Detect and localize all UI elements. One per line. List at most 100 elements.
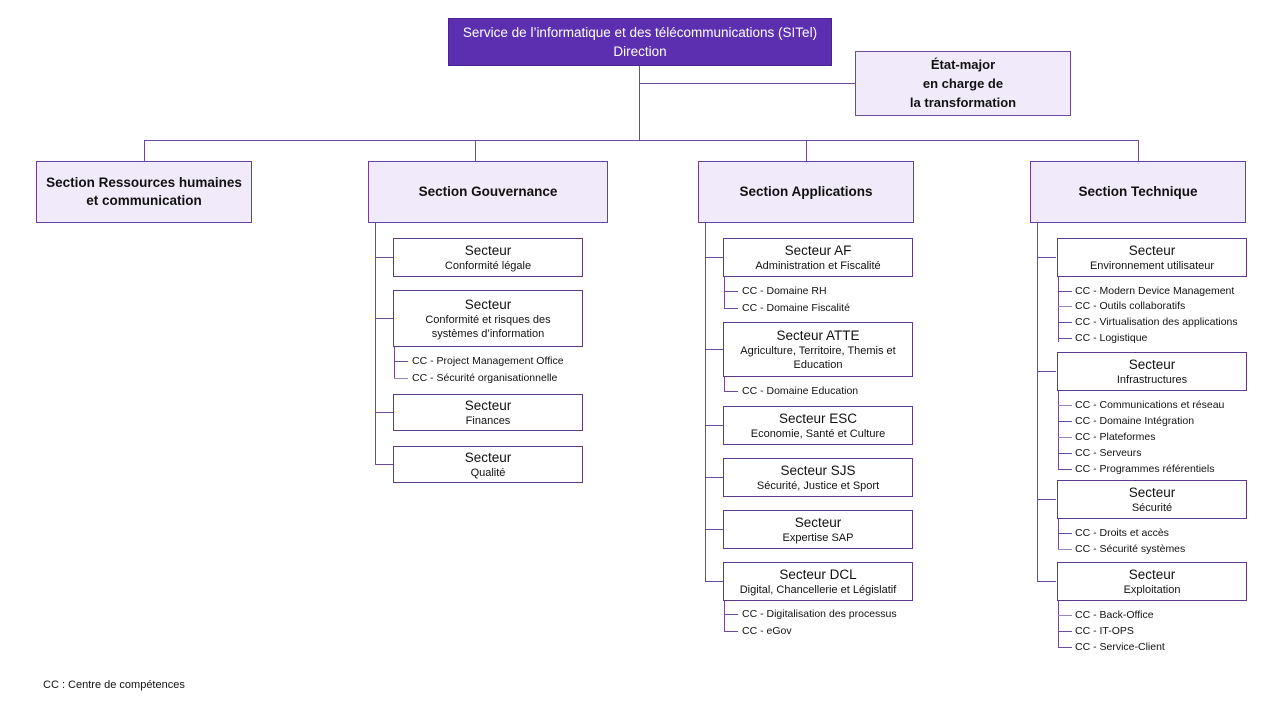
connector-stub-technique-4 — [1037, 581, 1056, 582]
connector-cc-spine-applications-1 — [724, 277, 725, 308]
root-node-direction: Service de l’informatique et des télécom… — [448, 18, 832, 66]
secteur-subtitle: Exploitation — [1123, 584, 1181, 596]
connector-cc-spine-technique-3 — [1058, 519, 1059, 550]
cc-item: CC - Communications et réseau — [1075, 399, 1225, 411]
section-rh-label-line1: Section Ressources humaines — [46, 175, 242, 190]
cc-item: CC - Logistique — [1075, 332, 1148, 344]
connector-spine-applications — [705, 223, 706, 582]
connector-stub-technique-1 — [1037, 257, 1056, 258]
connector-cc-stub — [1058, 647, 1072, 648]
cc-item: CC - Project Management Office — [412, 355, 564, 367]
secteur-subtitle: Sécurité, Justice et Sport — [756, 480, 880, 492]
secteur-title: Secteur — [1128, 243, 1176, 258]
cc-item: CC - Serveurs — [1075, 447, 1142, 459]
connector-stub-applications-3 — [705, 425, 724, 426]
secteur-subtitle: Economie, Santé et Culture — [750, 428, 886, 440]
connector-cc-stub — [1058, 469, 1072, 470]
secteur-environnement-utilisateur: Secteur Environnement utilisateur — [1057, 238, 1247, 277]
connector-cc-stub — [394, 361, 408, 362]
connector-cc-stub — [1058, 615, 1072, 616]
section-technique-label: Section Technique — [1078, 184, 1198, 199]
connector-cc-stub — [1058, 631, 1072, 632]
connector-cc-stub — [1058, 291, 1072, 292]
connector-cc-stub — [1058, 437, 1072, 438]
secteur-securite: Secteur Sécurité — [1057, 480, 1247, 519]
section-applications: Section Applications — [698, 161, 914, 223]
secteur-finances: Secteur Finances — [393, 394, 583, 431]
connector-cc-spine-applications-6 — [724, 601, 725, 632]
cc-item: CC - Outils collaboratifs — [1075, 300, 1186, 312]
secteur-title: Secteur — [1128, 357, 1176, 372]
secteur-subtitle: Finances — [465, 415, 511, 427]
cc-item: CC - Modern Device Management — [1075, 285, 1235, 297]
cc-item: CC - Domaine RH — [742, 285, 827, 297]
cc-item: CC - Digitalisation des processus — [742, 608, 897, 620]
connector-cc-spine-technique-1 — [1058, 277, 1059, 342]
secteur-af: Secteur AF Administration et Fiscalité — [723, 238, 913, 277]
connector-stub-applications-5 — [705, 529, 724, 530]
secteur-exploitation: Secteur Exploitation — [1057, 562, 1247, 601]
secteur-sjs: Secteur SJS Sécurité, Justice et Sport — [723, 458, 913, 497]
secteur-subtitle-line1: Agriculture, Territoire, Themis et — [740, 345, 896, 357]
secteur-title: Secteur ATTE — [776, 328, 860, 343]
secteur-title: Secteur ESC — [778, 411, 858, 426]
secteur-atte: Secteur ATTE Agriculture, Territoire, Th… — [723, 322, 913, 377]
connector-stub-gouvernance-1 — [375, 257, 394, 258]
secteur-expertise-sap: Secteur Expertise SAP — [723, 510, 913, 549]
secteur-dcl: Secteur DCL Digital, Chancellerie et Lég… — [723, 562, 913, 601]
connector-drop-section-gouvernance — [475, 140, 476, 162]
secteur-title: Secteur — [464, 450, 512, 465]
cc-item: CC - Back-Office — [1075, 609, 1154, 621]
secteur-subtitle-line2: systèmes d’information — [431, 328, 545, 340]
cc-item: CC - Droits et accès — [1075, 527, 1169, 539]
section-technique: Section Technique — [1030, 161, 1246, 223]
connector-cc-stub — [394, 378, 408, 379]
secteur-subtitle-line2: Education — [793, 359, 843, 371]
cc-item: CC - Domaine Intégration — [1075, 415, 1195, 427]
connector-stub-gouvernance-2 — [375, 318, 394, 319]
connector-stub-applications-1 — [705, 257, 724, 258]
connector-drop-section-rh — [144, 140, 145, 162]
connector-spine-technique — [1037, 223, 1038, 582]
connector-cc-stub — [1058, 549, 1072, 550]
secteur-subtitle: Sécurité — [1131, 502, 1173, 514]
connector-stub-technique-2 — [1037, 371, 1056, 372]
connector-root-to-staff — [639, 83, 856, 84]
secteur-subtitle: Environnement utilisateur — [1089, 260, 1215, 272]
connector-stub-gouvernance-3 — [375, 412, 394, 413]
section-ressources-humaines: Section Ressources humaines et communica… — [36, 161, 252, 223]
root-title-line1: Service de l’informatique et des télécom… — [462, 25, 818, 40]
connector-drop-section-technique — [1138, 140, 1139, 162]
cc-item: CC - Sécurité organisationnelle — [412, 372, 558, 384]
cc-item: CC - Service-Client — [1075, 641, 1165, 653]
cc-item: CC - Virtualisation des applications — [1075, 316, 1238, 328]
connector-cc-stub — [724, 631, 738, 632]
secteur-subtitle: Qualité — [470, 467, 506, 479]
secteur-title: Secteur AF — [784, 243, 852, 258]
secteur-title: Secteur — [464, 243, 512, 258]
connector-cc-stub — [724, 291, 738, 292]
connector-root-stem — [639, 66, 640, 141]
secteur-title: Secteur DCL — [779, 567, 857, 582]
connector-stub-applications-2 — [705, 349, 724, 350]
connector-cc-spine-technique-2 — [1058, 391, 1059, 469]
secteur-title: Secteur — [794, 515, 842, 530]
connector-cc-stub — [1058, 453, 1072, 454]
secteur-infrastructures: Secteur Infrastructures — [1057, 352, 1247, 391]
secteur-title: Secteur SJS — [780, 463, 856, 478]
secteur-subtitle: Conformité légale — [444, 260, 532, 272]
secteur-subtitle: Digital, Chancellerie et Législatif — [739, 584, 897, 596]
section-gouvernance: Section Gouvernance — [368, 161, 608, 223]
cc-item: CC - Domaine Education — [742, 385, 859, 397]
connector-cc-stub — [724, 391, 738, 392]
connector-stub-applications-6 — [705, 581, 724, 582]
cc-item: CC - Sécurité systèmes — [1075, 543, 1186, 555]
connector-stub-technique-3 — [1037, 499, 1056, 500]
root-title-line2: Direction — [613, 44, 667, 59]
secteur-subtitle: Expertise SAP — [782, 532, 854, 544]
connector-cc-spine-gouvernance-2 — [394, 347, 395, 378]
connector-cc-stub — [1058, 405, 1072, 406]
cc-item: CC - eGov — [742, 625, 792, 637]
section-applications-label: Section Applications — [739, 184, 873, 199]
